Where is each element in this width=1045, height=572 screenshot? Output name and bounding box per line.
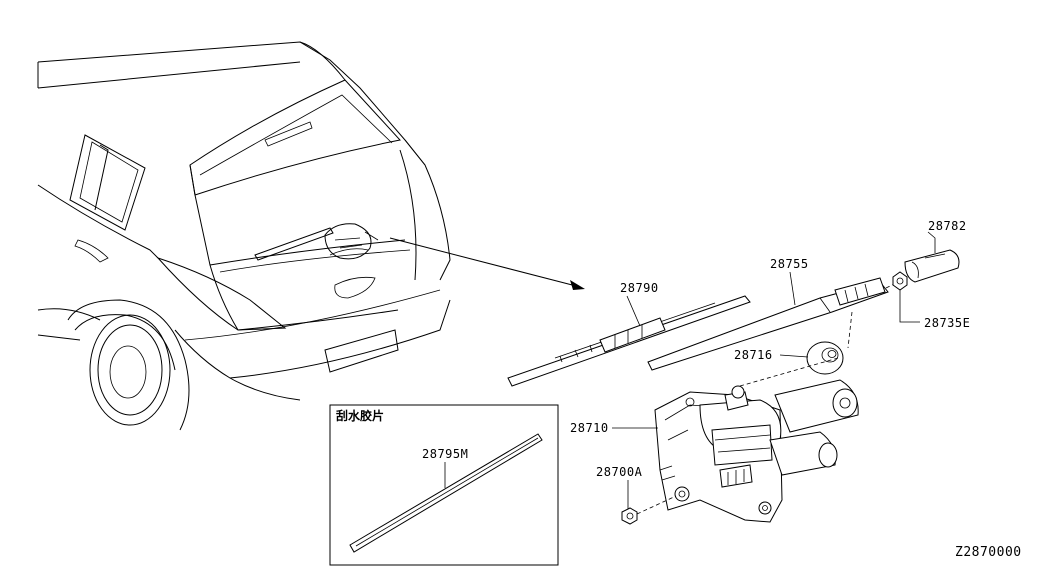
wiper-blade-28790 xyxy=(507,295,751,387)
wiper-arm-28755 xyxy=(647,277,899,371)
inset-title: 刮水胶片 xyxy=(336,408,384,423)
label-28716: 28716 xyxy=(734,348,773,362)
label-28700a: 28700A xyxy=(596,465,643,479)
leader-lines xyxy=(444,231,936,509)
car-illustration xyxy=(37,41,451,431)
label-28782: 28782 xyxy=(928,219,967,233)
part-labels: 28782 28755 28790 28735E 28716 28710 287… xyxy=(422,219,1022,560)
motor-assembly-28710 xyxy=(654,357,859,523)
label-28795m: 28795M xyxy=(422,447,468,461)
bolt-28700a xyxy=(621,495,677,525)
nut-28735e xyxy=(892,271,908,291)
label-28710: 28710 xyxy=(570,421,609,435)
label-28735e: 28735E xyxy=(924,316,970,330)
label-28755: 28755 xyxy=(770,257,809,271)
cap-28782 xyxy=(904,249,960,283)
diagram-code: Z2870000 xyxy=(955,545,1022,560)
wiper-rubber-inset: 刮水胶片 xyxy=(329,404,559,566)
label-28790: 28790 xyxy=(620,281,659,295)
grommet-28716 xyxy=(806,341,844,375)
pointer-arrow xyxy=(389,237,585,290)
